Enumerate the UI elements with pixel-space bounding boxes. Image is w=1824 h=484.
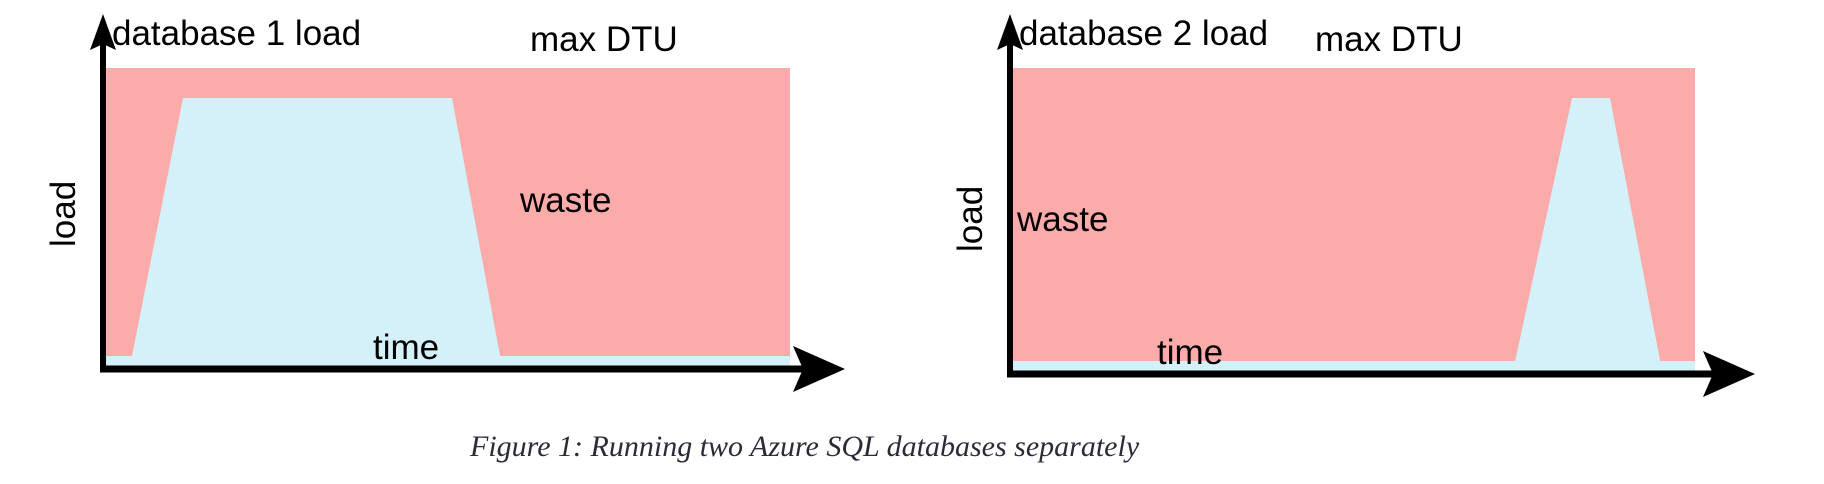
y-axis-label-database-2: load [951, 185, 990, 252]
chart-database-2 [997, 14, 1755, 397]
y-axis-arrow-database-2 [997, 14, 1023, 50]
waste-label-database-2: waste [1017, 200, 1109, 239]
x-axis-label-database-1: time [373, 328, 440, 367]
chart-title-database-2: database 2 load [1019, 14, 1269, 53]
waste-label-database-1: waste [520, 181, 612, 220]
x-axis-label-database-2: time [1157, 333, 1224, 372]
y-axis-label-database-1: load [44, 180, 83, 247]
x-axis-arrow-database-1 [793, 346, 845, 392]
capacity-label-database-1: max DTU [530, 20, 678, 59]
capacity-label-database-2: max DTU [1315, 20, 1463, 59]
load-baseline-strip-database-1 [105, 356, 790, 366]
load-baseline-strip-database-2 [1012, 361, 1695, 371]
chart-database-1 [90, 14, 845, 392]
load-area-database-2 [1513, 98, 1662, 371]
x-axis-arrow-database-2 [1703, 351, 1755, 397]
figure-caption: Figure 1: Running two Azure SQL database… [470, 430, 1140, 463]
y-axis-arrow-database-1 [90, 14, 116, 50]
chart-title-database-1: database 1 load [112, 14, 362, 53]
load-area-database-1 [130, 98, 502, 366]
